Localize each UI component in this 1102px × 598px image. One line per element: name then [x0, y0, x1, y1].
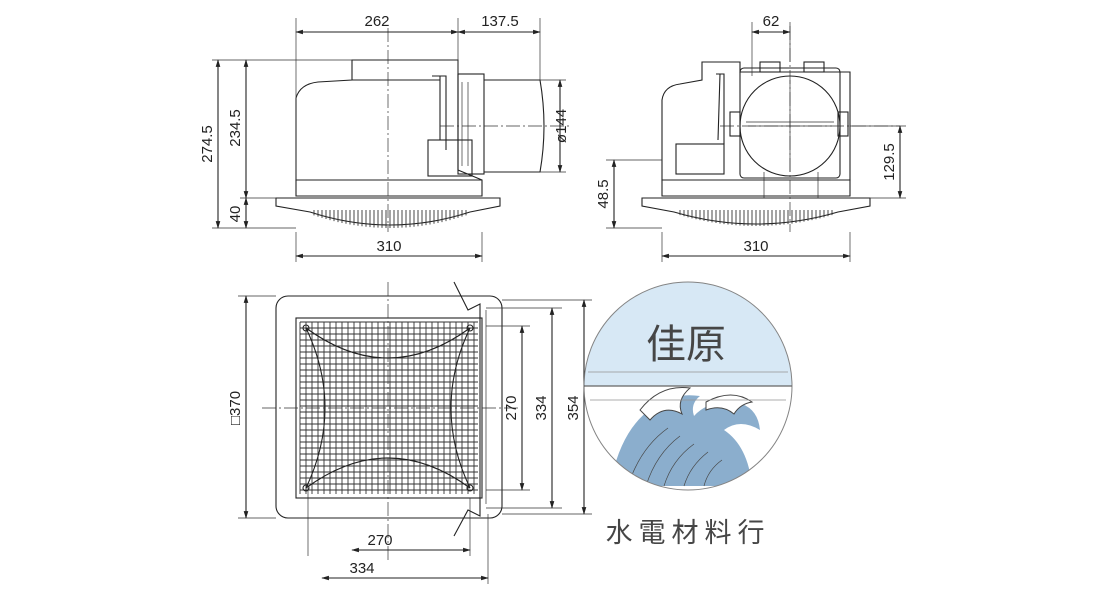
terminal-box [427, 139, 473, 177]
grille-center-shape [305, 327, 471, 489]
dim-height-grille: 40 [227, 206, 244, 223]
dim-height-total: 274.5 [199, 125, 216, 163]
mounting-bracket [432, 75, 447, 150]
dim-duct-center-height: 129.5 [881, 143, 898, 181]
dim-width-grille: 310 [376, 238, 401, 255]
shop-logo: 佳原 水電材料行 [583, 281, 793, 549]
dim-inner-span: 270 [503, 395, 520, 420]
dim-outer-square: □370 [227, 391, 244, 425]
logo-subtitle: 水電材料行 [606, 518, 771, 549]
dim-duct-width: 62 [763, 13, 780, 30]
bottom-view: □370 354 334 270 270 334 [227, 281, 592, 584]
fan-housing [295, 59, 483, 181]
dim-duct-offset: 137.5 [481, 13, 519, 30]
side-view: 262 137.5 274.5 234.5 40 ø144 310 [199, 13, 570, 262]
dim-width-upper: 262 [364, 13, 389, 30]
dim-mount-span: 334 [533, 395, 550, 420]
dim-bottom-inner: 270 [367, 532, 392, 549]
dim-duct-diameter: ø144 [553, 109, 570, 143]
duct-flange [457, 73, 485, 175]
dim-height-body: 234.5 [227, 109, 244, 147]
dim-bottom-mount: 334 [349, 560, 374, 577]
duct-outlet [484, 79, 545, 173]
dim-outer-side: 354 [565, 395, 582, 420]
logo-name: 佳原 [646, 322, 726, 368]
ceiling-plate-front [641, 197, 871, 225]
dim-grille-height: 48.5 [595, 179, 612, 208]
outer-frame [275, 295, 503, 519]
front-view: 62 129.5 48.5 310 [595, 13, 906, 262]
dim-width-grille-front: 310 [743, 238, 768, 255]
